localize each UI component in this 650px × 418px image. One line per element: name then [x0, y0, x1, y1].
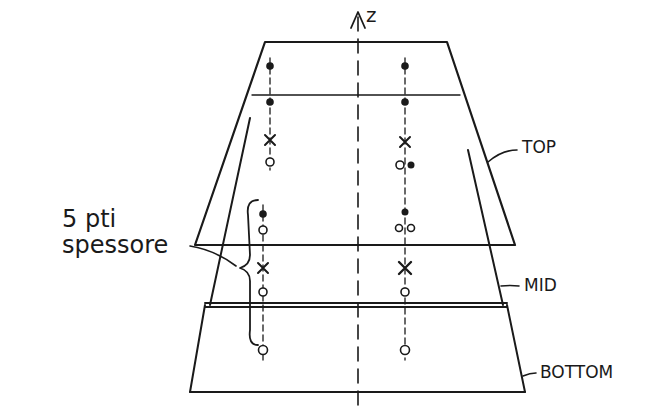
cross-point: [400, 137, 410, 147]
open-point: [259, 226, 267, 234]
filled-point: [402, 209, 409, 216]
mid-layer-side: [210, 118, 250, 305]
filled-points: [259, 62, 414, 218]
filled-point: [266, 62, 274, 70]
mid-layer-side: [468, 150, 503, 305]
probe-line: [269, 58, 270, 170]
filled-point: [401, 62, 409, 70]
filled-point: [259, 210, 267, 218]
open-point: [408, 225, 415, 232]
filled-point: [266, 98, 274, 106]
sketch-lines: [190, 12, 536, 405]
z-axis: [357, 16, 359, 405]
open-point: [259, 288, 267, 296]
top-layer-outline: [195, 42, 515, 245]
open-point: [401, 288, 409, 296]
open-point: [259, 346, 268, 355]
leader-line: [501, 285, 519, 287]
axis-label: z: [366, 4, 377, 26]
cross-point: [399, 262, 411, 274]
cross-point: [258, 263, 268, 273]
filled-point: [408, 162, 415, 169]
leader-line: [523, 373, 536, 376]
bottom-layer-side: [507, 305, 525, 392]
layer-label: BOTTOM: [540, 363, 613, 382]
open-point: [266, 158, 274, 166]
z-axis-arrowhead: [351, 12, 365, 28]
thickness-note: 5 pti spessore: [62, 206, 184, 259]
leader-line: [488, 150, 517, 162]
layer-label: MID: [524, 276, 557, 295]
open-point: [396, 161, 404, 169]
layer-label: TOP: [522, 138, 556, 157]
thickness-brace: [240, 200, 258, 345]
bottom-layer-side: [190, 305, 205, 392]
cross-point: [265, 135, 275, 145]
filled-point: [401, 98, 409, 106]
open-point: [396, 225, 403, 232]
open-point: [401, 346, 410, 355]
top-inner-line: [252, 94, 460, 95]
leader-line: [190, 246, 236, 266]
